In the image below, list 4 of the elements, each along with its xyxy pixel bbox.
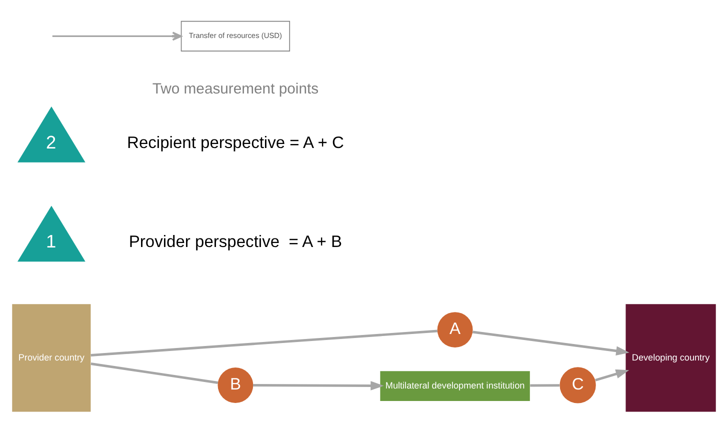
label: Two measurement points [152, 81, 319, 98]
legend-label: Transfer of resources (USD) [188, 30, 282, 40]
node-label: Provider perspective = A + B [128, 232, 342, 251]
node-label: Recipient perspective = A + C [127, 132, 344, 152]
